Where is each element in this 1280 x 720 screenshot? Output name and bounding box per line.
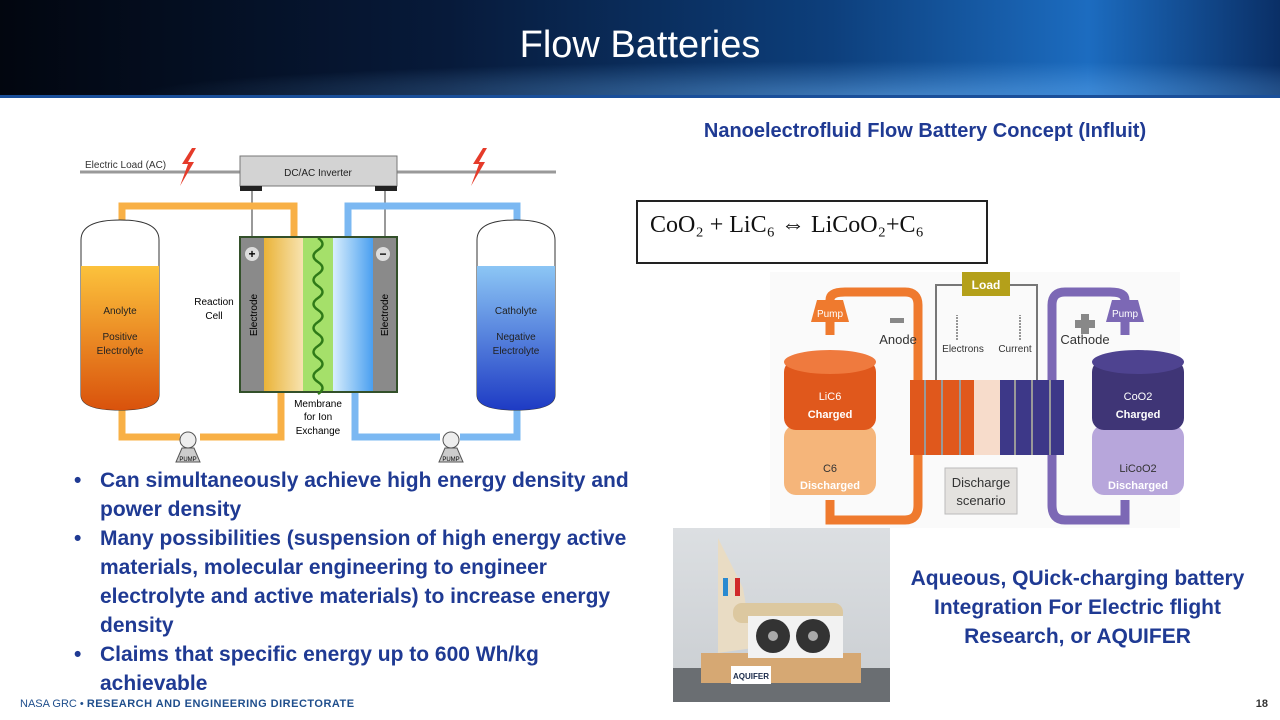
pump-icon: PUMP: [438, 431, 464, 463]
pump-label: PUMP: [442, 457, 459, 463]
pump-label: Pump: [1112, 309, 1139, 320]
pump-label: Pump: [817, 309, 844, 320]
electrons-label: Electrons: [942, 344, 984, 355]
minus-terminal-icon: [376, 247, 390, 261]
anolyte-supply-pipe: [118, 392, 285, 441]
current-label: Current: [998, 344, 1032, 355]
scenario-label: Discharge: [952, 475, 1011, 490]
plus-terminal-icon: [245, 247, 259, 261]
electrolyte-label: Electrolyte: [493, 346, 540, 357]
positive-label: Positive: [102, 332, 137, 343]
bullet-item: Many possibilities (suspension of high e…: [72, 524, 642, 640]
minus-sign: −: [379, 247, 386, 261]
slide-header: [0, 0, 1280, 98]
charged-label: Charged: [808, 409, 853, 421]
page-number: 18: [1255, 698, 1268, 710]
electrode-label: Electrode: [380, 293, 391, 336]
aquifer-photo: AQUIFER: [673, 528, 890, 702]
slide-footer: NASA GRC • RESEARCH AND ENGINEERING DIRE…: [20, 698, 355, 710]
negative-label: Negative: [496, 332, 536, 343]
reaction-equation: CoO₂ + LiC₆ ⇔ LiCoO₂+C₆: [636, 200, 988, 264]
c6-label: C6: [823, 463, 837, 475]
pump-icon: [1106, 300, 1144, 322]
anolyte-return-pipe: [118, 202, 298, 237]
catholyte-label: Catholyte: [495, 306, 538, 317]
electric-load-label: Electric Load (AC): [85, 160, 166, 171]
inverter-box: [239, 155, 398, 187]
electrolyte-label: Electrolyte: [97, 346, 144, 357]
influit-heading: Nanoelectrofluid Flow Battery Concept (I…: [703, 120, 1147, 142]
membrane-label-3: Exchange: [296, 426, 341, 437]
aquifer-caption: Aqueous, QUick-charging battery Integrat…: [910, 567, 1245, 648]
lightning-icon: [471, 148, 487, 186]
scenario-label-2: scenario: [956, 493, 1005, 508]
bullet-item: Claims that specific energy up to 600 Wh…: [72, 640, 642, 698]
lightning-icon: [180, 148, 196, 186]
footer-org: NASA GRC: [20, 698, 77, 710]
discharged-label: Discharged: [800, 480, 860, 492]
cathode-loop: [1047, 287, 1130, 525]
pump-label: PUMP: [179, 457, 196, 463]
membrane-label-2: for Ion: [304, 412, 332, 423]
load-box: [962, 272, 1010, 296]
slide-title: Flow Batteries: [519, 24, 761, 66]
cell-label: Cell: [205, 311, 222, 322]
footer-separator: •: [79, 698, 84, 710]
catholyte-return-pipe: [344, 202, 521, 237]
pump-icon: [811, 300, 849, 322]
coo2-label: CoO2: [1124, 391, 1153, 403]
lic6-label: LiC6: [819, 391, 842, 403]
bullet-list: Can simultaneously achieve high energy d…: [72, 466, 642, 698]
load-label: Load: [972, 278, 1001, 292]
coo2-tank: [1092, 360, 1184, 430]
membrane-wave: [312, 236, 324, 396]
charged-label: Charged: [1116, 409, 1161, 421]
discharged-label: Discharged: [1108, 480, 1168, 492]
anode-label: Anode: [879, 332, 917, 347]
aquifer-sign: AQUIFER: [733, 672, 769, 681]
catholyte-supply-pipe: [351, 392, 521, 441]
inverter-label: DC/AC Inverter: [284, 168, 352, 179]
influit-diagram: Load Anode Cathode Electrons Current Pum…: [770, 272, 1184, 528]
reaction-label: Reaction: [194, 297, 233, 308]
membrane-label: Membrane: [294, 399, 342, 410]
electrode-label: Electrode: [249, 293, 260, 336]
anode-loop: [825, 287, 923, 525]
footer-directorate: RESEARCH AND ENGINEERING DIRECTORATE: [86, 698, 355, 710]
discharge-scenario-box: [944, 467, 1018, 515]
pump-icon: PUMP: [175, 431, 201, 463]
bullet-item: Can simultaneously achieve high energy d…: [72, 466, 642, 524]
plus-sign: +: [248, 247, 255, 261]
licoo2-tank: [1092, 425, 1184, 495]
anolyte-label: Anolyte: [103, 306, 137, 317]
cathode-label: Cathode: [1060, 332, 1109, 347]
c6-tank: [784, 425, 876, 495]
lic6-tank: [784, 360, 876, 430]
licoo2-label: LiCoO2: [1119, 463, 1156, 475]
